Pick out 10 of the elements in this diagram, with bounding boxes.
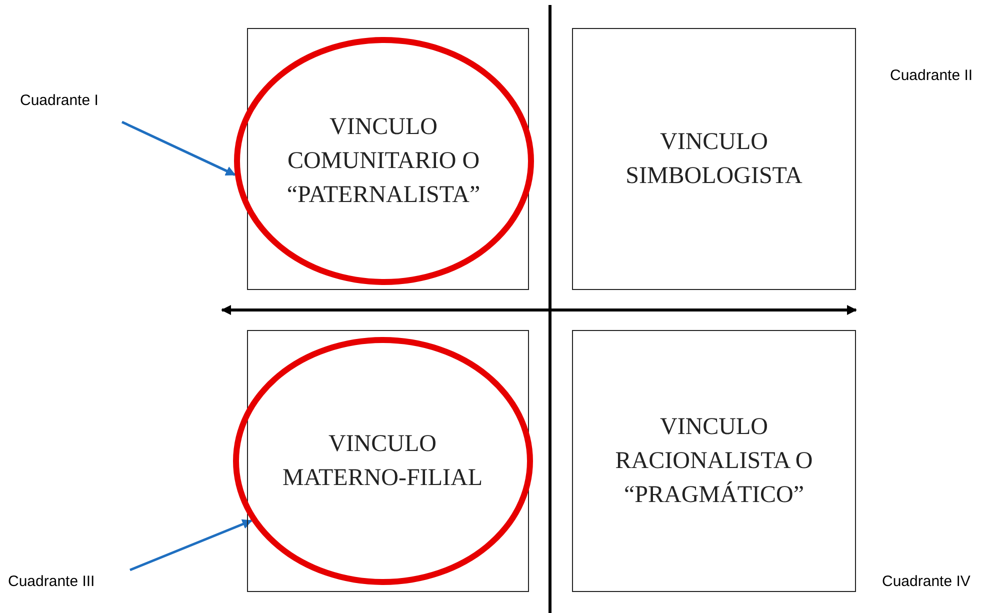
quadrant-box: VINCULO SIMBOLOGISTA [572,28,856,290]
highlight-ellipse: VINCULO MATERNO-FILIAL [232,336,532,584]
arrow [121,120,236,176]
quadrant-label: Cuadrante I [20,92,98,109]
arrow [130,519,252,572]
quadrant-box: VINCULO RACIONALISTA O “PRAGMÁTICO” [572,330,856,592]
quadrant-label: Cuadrante II [890,67,973,84]
quadrant-label: Cuadrante IV [882,573,970,590]
highlight-ellipse: VINCULO COMUNITARIO O “PATERNALISTA” [234,36,534,284]
quadrant-label: Cuadrante III [8,573,95,590]
